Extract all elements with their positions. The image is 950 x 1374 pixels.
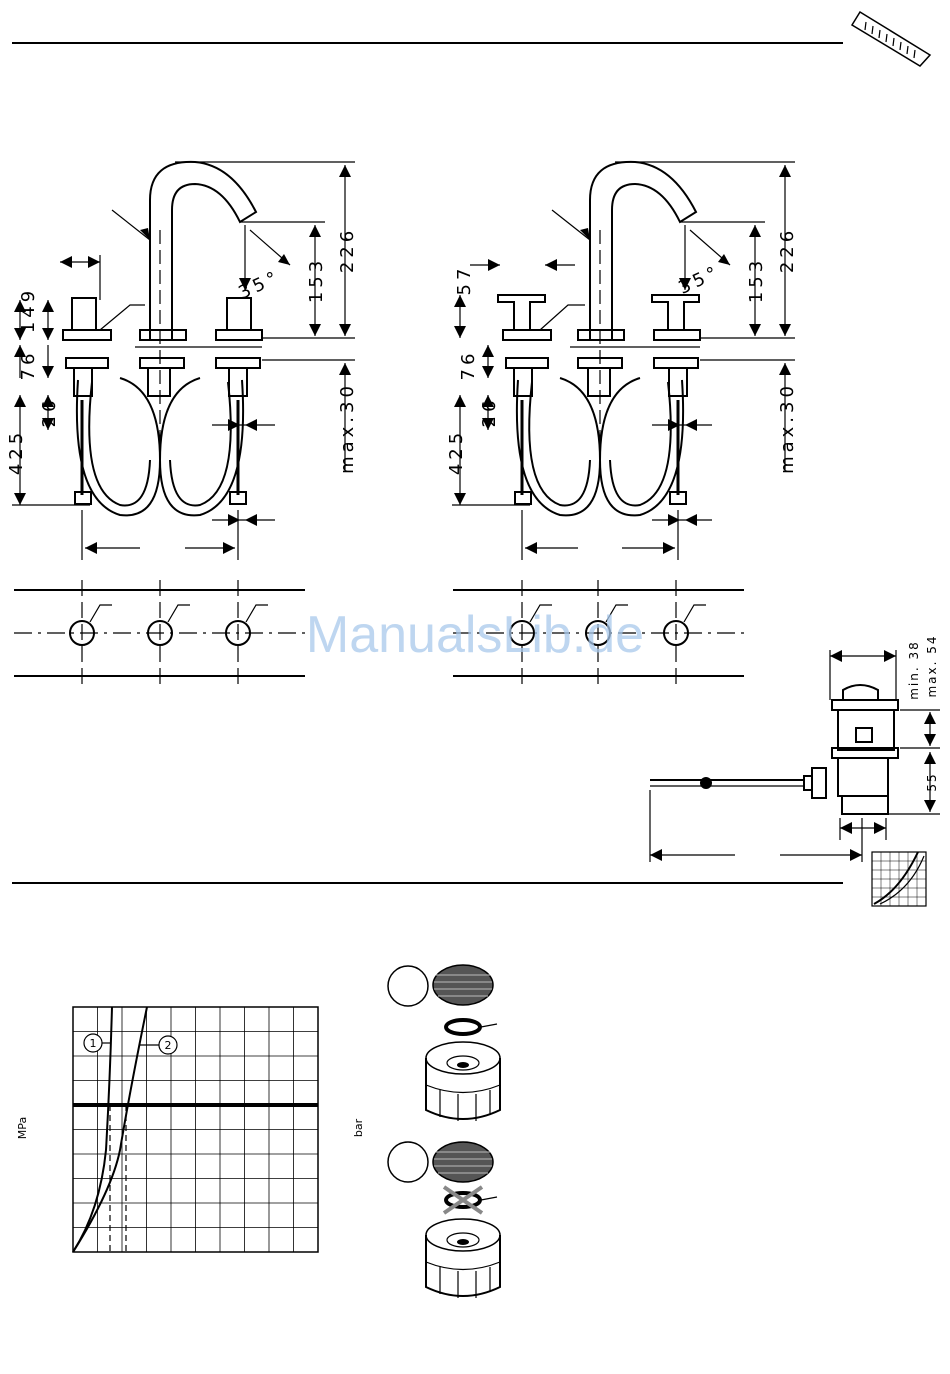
left-faucet-dimensions: 149 76 425 26 35° 153 226 max.30 bbox=[6, 227, 358, 475]
right-faucet-dimensions: 57 76 425 26 35° 153 226 max.30 bbox=[446, 227, 798, 475]
right-dim-226: 226 bbox=[777, 227, 798, 273]
drain-drawing bbox=[650, 650, 940, 862]
right-dim-35: 35° bbox=[675, 261, 724, 299]
marker-2-label: 2 bbox=[165, 1039, 172, 1052]
left-dim-26: 26 bbox=[39, 397, 60, 428]
ruler-icon bbox=[852, 12, 930, 66]
right-dim-26: 26 bbox=[479, 397, 500, 428]
right-dim-57: 57 bbox=[454, 265, 475, 296]
left-dim-226: 226 bbox=[337, 227, 358, 273]
left-faucet-drawing bbox=[12, 162, 355, 560]
aerator-drawing: bar bbox=[352, 965, 500, 1298]
marker-1-label: 1 bbox=[90, 1037, 97, 1050]
left-dim-35: 35° bbox=[235, 266, 284, 304]
right-faucet-drawing bbox=[452, 162, 795, 560]
drain-dim-55: 55 bbox=[925, 772, 939, 791]
left-hole-plate bbox=[14, 580, 305, 686]
flow-diagram: 1 2 MPa bbox=[16, 1007, 318, 1252]
drain-dim-min38: min. 38 bbox=[907, 640, 921, 700]
right-dim-max30: max.30 bbox=[777, 382, 798, 474]
right-dim-76: 76 bbox=[458, 350, 479, 381]
aerator-ylabel: bar bbox=[352, 1118, 365, 1137]
left-dim-76: 76 bbox=[18, 350, 39, 381]
left-dim-max30: max.30 bbox=[337, 382, 358, 474]
left-dim-153: 153 bbox=[306, 257, 327, 303]
drain-dimensions: min. 38 max. 54 55 bbox=[907, 634, 939, 791]
right-dim-153: 153 bbox=[746, 257, 767, 303]
watermark: ManualsLib.de bbox=[306, 606, 644, 664]
chart-ylabel: MPa bbox=[16, 1117, 29, 1139]
flow-chart-icon bbox=[872, 852, 926, 906]
left-dim-425: 425 bbox=[6, 429, 27, 475]
left-dim-149: 149 bbox=[18, 287, 39, 333]
drain-dim-max54: max. 54 bbox=[925, 634, 939, 697]
right-dim-425: 425 bbox=[446, 429, 467, 475]
